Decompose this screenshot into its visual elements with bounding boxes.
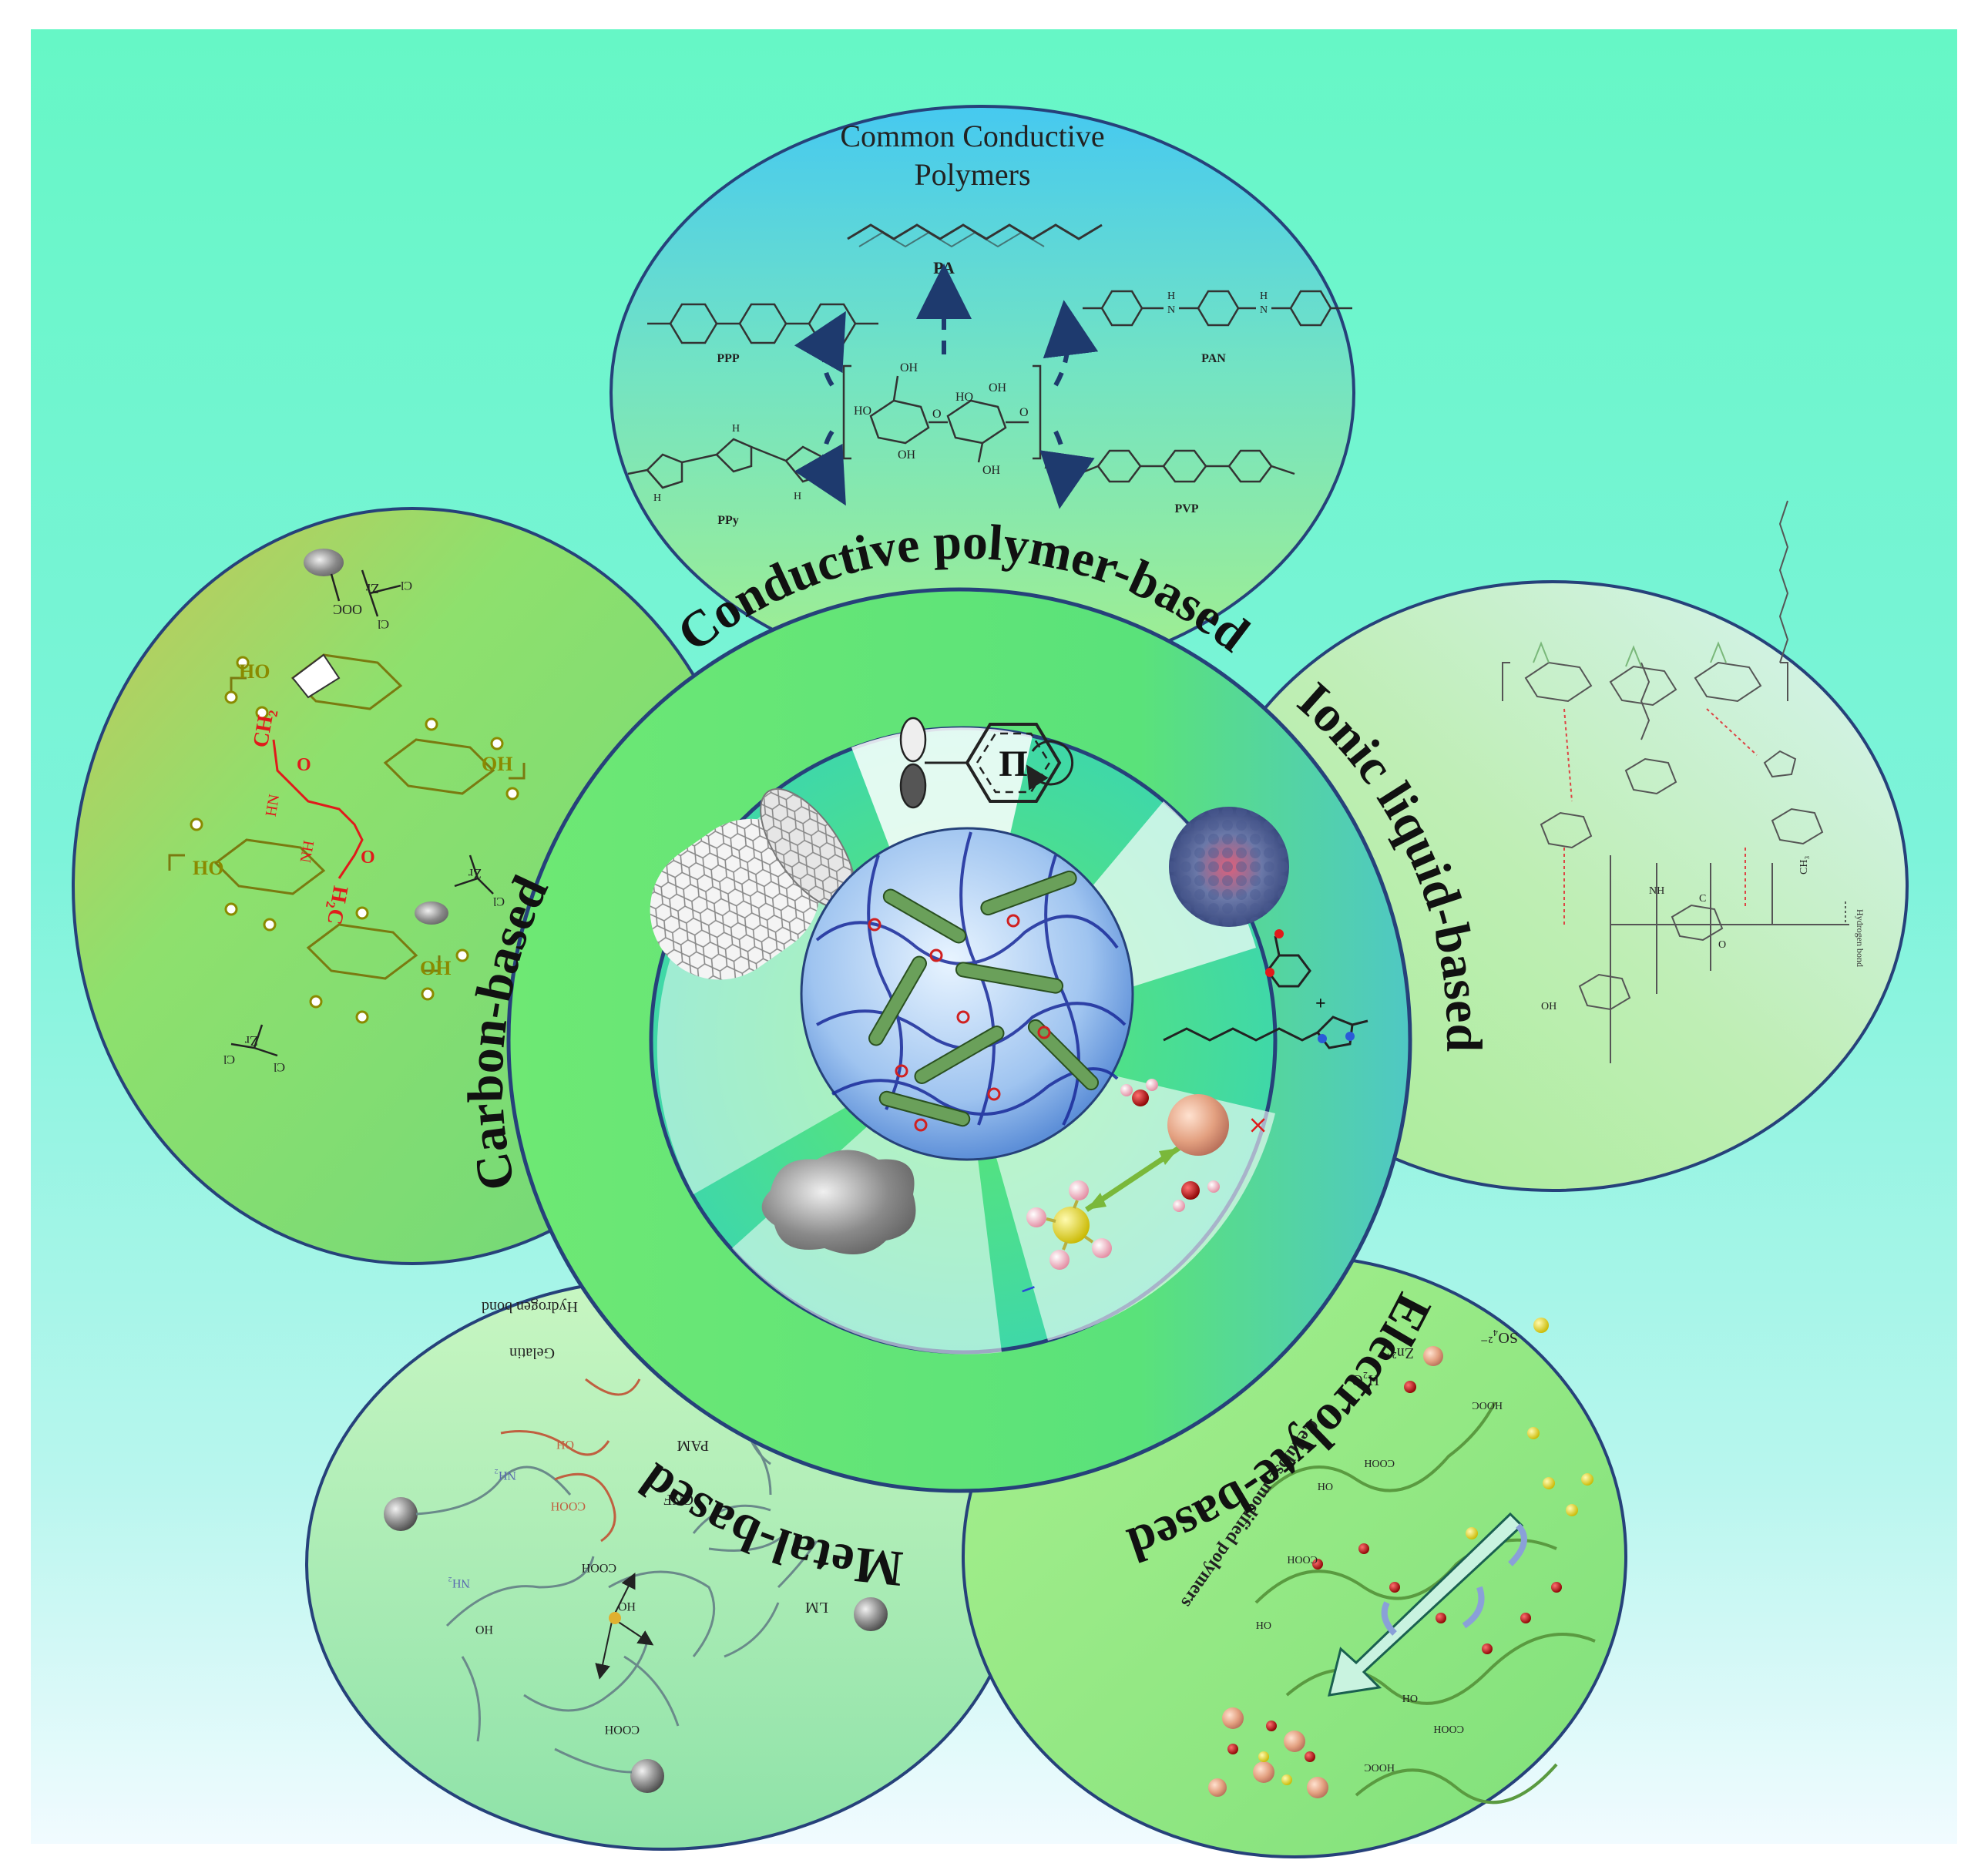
pan-label: PAN — [1201, 352, 1226, 365]
ionic-panel-structure: OH NH C O CH₃ Hydrogen bond — [1502, 500, 1865, 1063]
svg-text:Zr: Zr — [245, 1033, 258, 1049]
svg-text:Cl: Cl — [377, 617, 389, 630]
zinc-ion — [1167, 1094, 1229, 1156]
panel-title-line2: Polymers — [914, 157, 1030, 192]
svg-text:N: N — [1260, 304, 1268, 316]
svg-text:Zn²⁺: Zn²⁺ — [1384, 1345, 1414, 1361]
svg-text:HO: HO — [475, 1623, 493, 1636]
svg-text:OH: OH — [556, 1438, 574, 1451]
svg-text:O: O — [361, 848, 375, 868]
svg-text:CNF: CNF — [663, 1491, 693, 1508]
svg-text:HO: HO — [193, 857, 223, 879]
svg-text:OH: OH — [1402, 1692, 1418, 1704]
arrow-to-pvp — [1039, 430, 1095, 509]
svg-text:HO: HO — [854, 405, 871, 418]
lm-sphere — [384, 1497, 418, 1531]
svg-text:H: H — [1167, 290, 1175, 302]
svg-text:NH₂: NH₂ — [494, 1469, 516, 1482]
svg-text:HOOC: HOOC — [1364, 1761, 1395, 1773]
pi-symbol: Π — [999, 744, 1027, 784]
lm-sphere — [630, 1759, 664, 1793]
svg-text:CH₃: CH₃ — [1798, 856, 1810, 875]
svg-text:Zr: Zr — [468, 866, 482, 881]
svg-text:COOH: COOH — [1433, 1723, 1464, 1734]
svg-text:NH: NH — [1649, 885, 1664, 897]
ppp-label: PPP — [717, 352, 740, 365]
svg-text:OH: OH — [982, 464, 1001, 477]
sulfate-ion — [1053, 1207, 1090, 1244]
svg-text:O: O — [1718, 939, 1726, 951]
svg-text:O: O — [297, 755, 311, 775]
nanoparticle-icon — [1169, 807, 1289, 927]
svg-text:OH: OH — [900, 361, 918, 374]
svg-text:COOH: COOH — [1287, 1553, 1318, 1565]
carbon-panel-structure: CH₂ H₂C O O HN NH HO OH HO OH OOC Zr Cl … — [168, 549, 526, 1073]
svg-text:H: H — [1260, 290, 1268, 302]
svg-text:HO: HO — [618, 1600, 636, 1613]
svg-text:Hydrogen bond: Hydrogen bond — [482, 1298, 578, 1315]
svg-text:OH: OH — [1541, 1001, 1556, 1012]
svg-text:OH: OH — [1318, 1480, 1333, 1492]
svg-text:OH: OH — [482, 753, 512, 775]
svg-text:COOH: COOH — [550, 1499, 586, 1512]
svg-text:LM: LM — [805, 1599, 828, 1616]
lm-sphere — [854, 1597, 888, 1631]
arrow-to-ppp — [794, 311, 846, 387]
svg-text:HO: HO — [955, 391, 973, 404]
panel-title-line1: Common Conductive — [840, 119, 1104, 153]
nanotube-small-icon — [415, 901, 448, 925]
svg-text:Cl: Cl — [400, 579, 412, 592]
svg-text:H: H — [732, 423, 740, 435]
svg-text:Hydrogen bond: Hydrogen bond — [1855, 909, 1865, 967]
svg-text:HO: HO — [239, 660, 270, 683]
svg-text:Cl: Cl — [492, 895, 505, 908]
hydrogel-network-sphere — [800, 827, 1134, 1161]
arrow-to-ppy — [794, 430, 846, 506]
svg-text:NH₂: NH₂ — [448, 1576, 470, 1590]
svg-text:OH: OH — [898, 448, 916, 462]
pvp-label: PVP — [1174, 502, 1198, 515]
svg-text:OH: OH — [989, 381, 1007, 394]
arrow-to-pan — [1043, 300, 1099, 387]
svg-text:HN: HN — [263, 793, 284, 817]
svg-text:OH: OH — [420, 957, 451, 979]
svg-text:NH: NH — [297, 839, 318, 864]
metal-particle-cloud-icon — [761, 1150, 916, 1254]
svg-text:Cl: Cl — [273, 1060, 285, 1073]
nanotube-small-icon — [304, 549, 344, 576]
svg-text:+: + — [1315, 994, 1326, 1014]
svg-text:COOH: COOH — [581, 1561, 616, 1574]
svg-text:HOOC: HOOC — [1472, 1399, 1503, 1411]
svg-text:n: n — [1044, 458, 1050, 472]
svg-text:Cl: Cl — [223, 1053, 235, 1066]
svg-text:Gelatin: Gelatin — [509, 1345, 555, 1361]
svg-text:SO₄²⁻: SO₄²⁻ — [1480, 1329, 1518, 1346]
svg-text:COOH: COOH — [1364, 1457, 1395, 1469]
svg-text:N: N — [1167, 304, 1175, 316]
svg-text:PAM: PAM — [677, 1437, 709, 1454]
carbon-nanotube-icon — [650, 787, 856, 980]
svg-text:H: H — [794, 491, 801, 502]
svg-text:H₂O: H₂O — [1352, 1371, 1379, 1388]
svg-text:OOC: OOC — [333, 602, 362, 617]
svg-text:O: O — [932, 408, 942, 421]
metal-panel-structure: Hydrogen bond Gelatin PAM CNF LM COOH OH… — [384, 1298, 888, 1793]
electrolyte-ion-illustration: + − — [1016, 1079, 1281, 1306]
svg-text:H: H — [653, 492, 661, 504]
pa-label: PA — [933, 258, 955, 277]
svg-text:OH: OH — [1256, 1619, 1271, 1630]
pi-orbital-icon: Π — [899, 717, 1074, 809]
svg-text:O: O — [1019, 406, 1029, 419]
ppy-label: PPy — [717, 514, 739, 527]
conductive-polymers-panel: Common Conductive Polymers PA PPP — [627, 119, 1352, 527]
cellulose-structure — [842, 364, 1042, 463]
svg-text:COOH: COOH — [604, 1723, 640, 1736]
svg-text:Zr: Zr — [366, 581, 379, 596]
diffusion-arrow — [1327, 1512, 1524, 1697]
svg-text:C: C — [1699, 893, 1706, 905]
